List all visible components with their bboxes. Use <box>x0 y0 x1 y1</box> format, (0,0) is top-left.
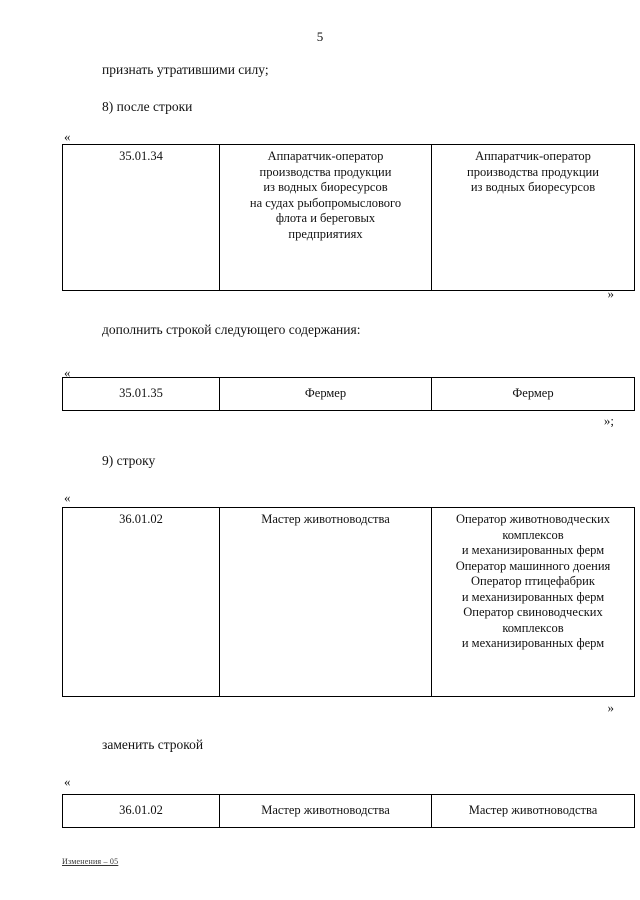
paragraph-replace-with-row: заменить строкой <box>102 737 204 752</box>
cell-line: из водных биоресурсов <box>470 180 596 194</box>
cell-old-title: Мастер животноводства <box>219 794 432 828</box>
cell-new-title: Фермер <box>431 377 635 411</box>
cell-line: производства продукции <box>467 164 599 179</box>
cell-old-title: Аппаратчик-оператор производства продукц… <box>219 144 432 291</box>
cell-code: 36.01.02 <box>62 794 220 828</box>
quote-open-2: « <box>64 365 71 380</box>
footer-revision-note: Изменения – 05 <box>62 857 119 866</box>
cell-line: из водных биоресурсов <box>263 180 388 194</box>
cell-old-title: Фермер <box>219 377 432 411</box>
table-row: 35.01.34 Аппаратчик-оператор производств… <box>62 144 635 291</box>
quote-close-1: » <box>607 286 615 301</box>
cell-line: и механизированных ферм <box>461 543 605 557</box>
cell-code: 35.01.35 <box>62 377 220 411</box>
cell-new-title: Мастер животноводства <box>431 794 635 828</box>
quote-open-3: « <box>64 490 71 505</box>
cell-old-title: Мастер животноводства <box>219 507 432 697</box>
cell-code: 36.01.02 <box>62 507 220 697</box>
cell-line: Мастер животноводства <box>468 803 598 818</box>
cell-code: 35.01.34 <box>62 144 220 291</box>
cell-line: предприятиях <box>288 226 363 241</box>
cell-line: Аппаратчик-оператор <box>267 149 384 163</box>
table-row: 35.01.35 Фермер Фермер <box>62 377 635 411</box>
cell-line: Оператор птицефабрик <box>471 574 595 588</box>
cell-line: Мастер животноводства <box>261 803 390 818</box>
cell-line: Фермер <box>304 386 347 401</box>
cell-new-title: Аппаратчик-оператор производства продукц… <box>431 144 635 291</box>
table-added-row-35-01-35: 35.01.35 Фермер Фермер <box>62 377 635 411</box>
page-number: 5 <box>316 29 324 44</box>
quote-open-1: « <box>64 129 71 144</box>
table-after-row-35-01-34: 35.01.34 Аппаратчик-оператор производств… <box>62 144 635 291</box>
cell-line: комплексов <box>502 527 564 542</box>
table-row: 36.01.02 Мастер животноводства Оператор … <box>62 507 635 697</box>
paragraph-item-8: 8) после строки <box>102 99 193 114</box>
paragraph-item-9: 9) строку <box>102 453 156 468</box>
cell-line: на судах рыбопромыслового <box>249 195 402 210</box>
quote-close-3: » <box>607 700 615 715</box>
table-row-36-01-02-replacement: 36.01.02 Мастер животноводства Мастер жи… <box>62 794 635 828</box>
cell-line: Оператор свиноводческих <box>463 605 603 619</box>
cell-line: флота и береговых <box>275 211 376 225</box>
quote-close-2: »; <box>603 413 614 428</box>
cell-line: Аппаратчик-оператор <box>475 149 591 163</box>
quote-open-4: « <box>64 774 71 789</box>
table-row-36-01-02-original: 36.01.02 Мастер животноводства Оператор … <box>62 507 635 697</box>
paragraph-recognize-invalid: признать утратившими силу; <box>102 62 269 77</box>
cell-line: и механизированных ферм <box>461 636 605 650</box>
paragraph-supplement-with-row: дополнить строкой следующего содержания: <box>102 322 361 337</box>
cell-line: комплексов <box>502 620 564 635</box>
cell-line: производства продукции <box>259 164 392 179</box>
cell-line: Мастер животноводства <box>261 512 390 526</box>
cell-line: и механизированных ферм <box>461 589 605 604</box>
table-row: 36.01.02 Мастер животноводства Мастер жи… <box>62 794 635 828</box>
cell-line: Фермер <box>512 386 554 401</box>
cell-line: Оператор машинного доения <box>455 558 611 573</box>
cell-new-title: Оператор животноводческих комплексов и м… <box>431 507 635 697</box>
cell-line: Оператор животноводческих <box>455 512 611 526</box>
